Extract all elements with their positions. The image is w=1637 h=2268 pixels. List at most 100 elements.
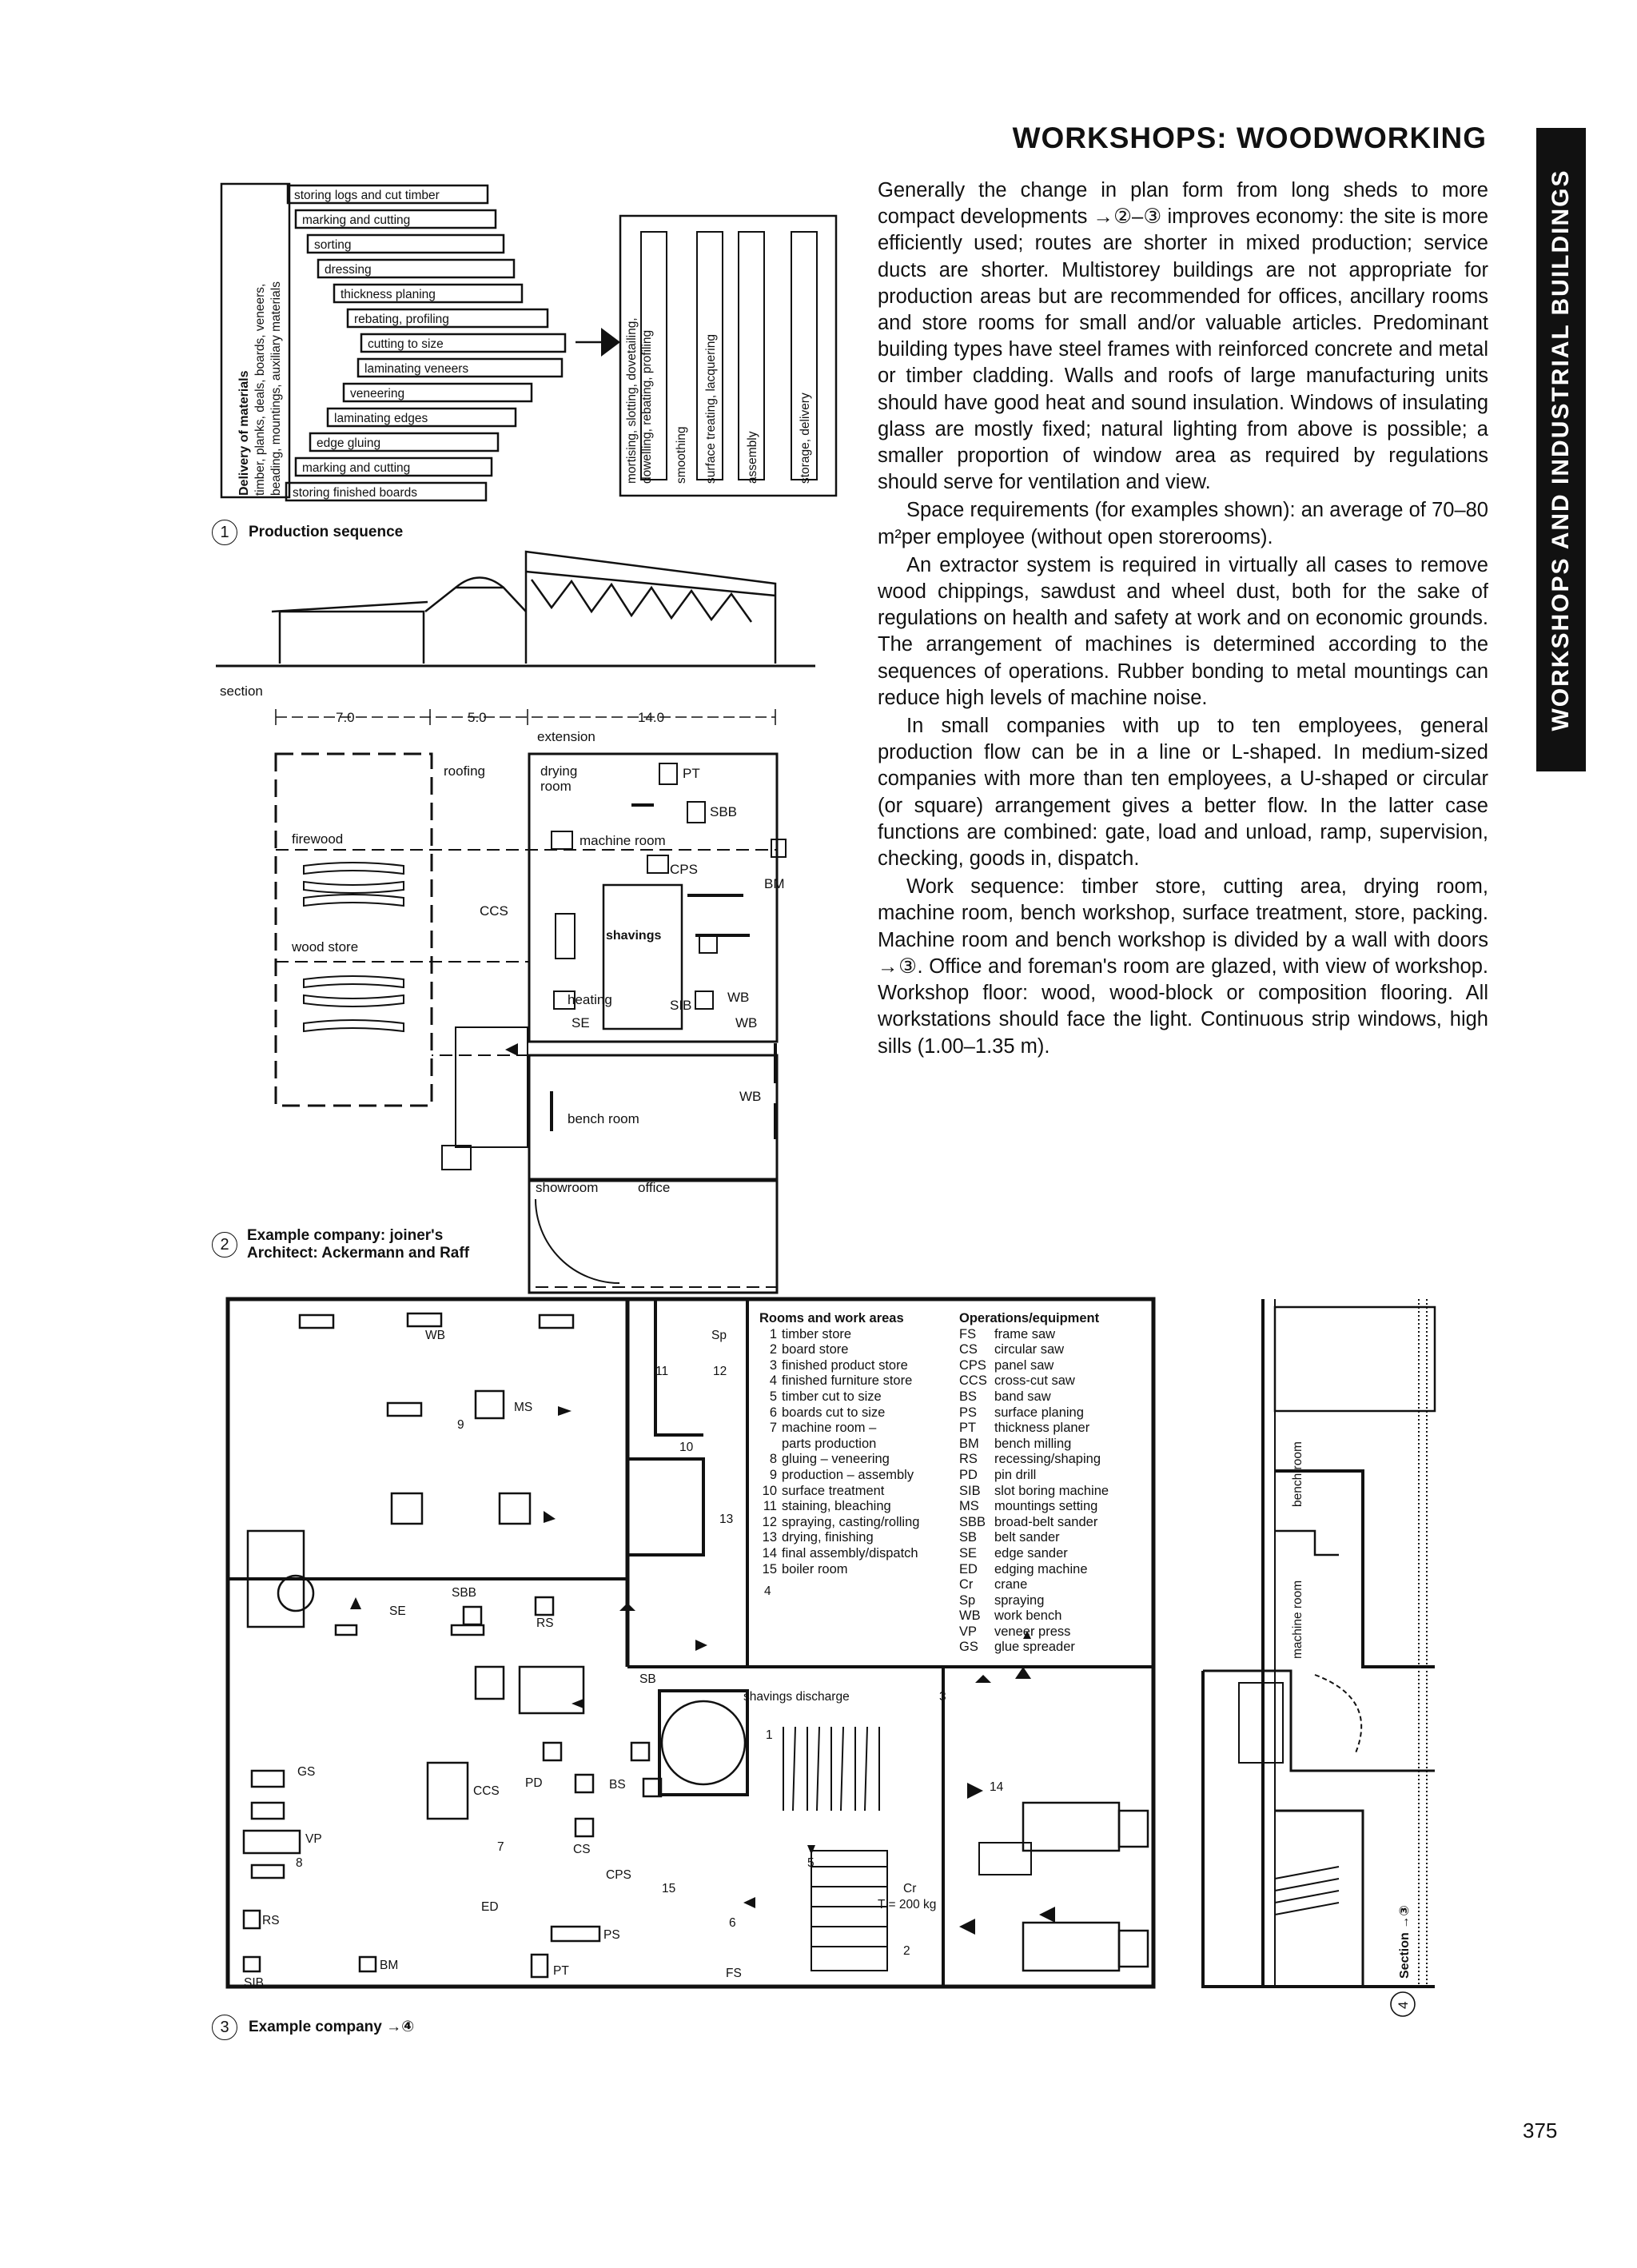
equipment-code: ED — [959, 1561, 978, 1576]
plan-label: BM — [380, 1959, 398, 1972]
sequence-step-box — [346, 308, 549, 329]
equipment-name: recessing/shaping — [994, 1452, 1101, 1467]
plan-label: SB — [639, 1672, 656, 1686]
plan-label: BM — [764, 876, 785, 891]
plan-label: 8 — [296, 1856, 303, 1870]
sequence-step-box — [317, 258, 516, 279]
sequence-step-box — [294, 209, 497, 229]
equipment-code: CPS — [959, 1357, 986, 1373]
equipment-code: CS — [959, 1342, 978, 1357]
plan-label: 4 — [764, 1584, 771, 1598]
equipment-name: broad-belt sander — [994, 1514, 1098, 1529]
sequence-step-label: laminating veneers — [364, 362, 468, 376]
dimension: 5.0 — [468, 710, 487, 725]
equipment-code: WB — [959, 1608, 981, 1624]
room-name: spraying, casting/rolling — [782, 1514, 920, 1529]
equipment-code: BS — [959, 1389, 978, 1404]
equipment-name: circular saw — [994, 1342, 1065, 1357]
plan-label: SE — [572, 1015, 590, 1030]
sequence-step-box — [286, 184, 489, 205]
plan-label: GS — [297, 1765, 315, 1779]
plan-label: firewood — [292, 831, 343, 847]
room-name: final assembly/dispatch — [782, 1545, 918, 1560]
plan-label: 11 — [655, 1365, 668, 1378]
room-name: drying, finishing — [782, 1530, 874, 1545]
paragraph: Space requirements (for examples shown):… — [878, 499, 1488, 548]
equipment-code: Cr — [959, 1577, 974, 1592]
sequence-step-box — [309, 432, 500, 452]
building-section — [216, 550, 815, 668]
room-name: timber store — [782, 1326, 852, 1341]
plan-label: 7 — [497, 1840, 504, 1854]
plan-label: shavings discharge — [743, 1690, 850, 1704]
plan-label: MS — [514, 1401, 532, 1414]
plan-label: 15 — [662, 1882, 675, 1895]
sequence-step-box — [326, 407, 517, 428]
plan-label: WB — [735, 1015, 757, 1030]
sequence-step-box — [333, 283, 524, 304]
plan-label: FS — [726, 1967, 742, 1980]
equipment-name: work bench — [994, 1608, 1062, 1624]
equipment-code: FS — [959, 1326, 977, 1341]
room-name: finished product store — [782, 1357, 908, 1373]
legend-heading: Operations/equipment — [959, 1311, 1100, 1325]
sequence-step-box — [342, 382, 533, 403]
dimension: 14.0 — [638, 710, 664, 725]
page-number: 375 — [1523, 2119, 1558, 2142]
plan-label: showroom — [536, 1180, 598, 1195]
section-room-label: machine room — [1291, 1580, 1304, 1659]
plan-label: 2 — [903, 1944, 910, 1958]
plan-label: SBB — [710, 804, 737, 819]
section-tab-label: WORKSHOPS AND INDUSTRIAL BUILDINGS — [1547, 168, 1574, 731]
plan-label: RS — [536, 1616, 554, 1630]
delivery-label: Delivery of materials — [237, 370, 251, 496]
room-name: parts production — [782, 1436, 877, 1451]
equipment-name: spraying — [994, 1592, 1045, 1608]
plan-label: PT — [683, 766, 700, 781]
room-name: surface treatment — [782, 1483, 885, 1498]
plan-label: SIB — [670, 998, 691, 1013]
paragraph: An extractor system is required in virtu… — [878, 553, 1488, 709]
plan-label: room — [540, 779, 572, 794]
example-company-plan: WB MS 9 11 12 Sp 10 13 SE SBB RS SB shav… — [225, 1297, 1156, 1990]
fig2-caption: 2 Example company: joiner's Architect: A… — [212, 1227, 469, 1262]
sequence-step-label: marking and cutting — [302, 461, 410, 475]
room-name: production – assembly — [782, 1467, 914, 1482]
figure-number: 3 — [212, 2015, 237, 2040]
plan-label: office — [638, 1180, 670, 1195]
room-name: timber cut to size — [782, 1389, 882, 1404]
plan-label: CPS — [606, 1868, 631, 1882]
plan-label: 3 — [939, 1690, 946, 1704]
room-number: 7 — [769, 1421, 777, 1436]
plan-label: CCS — [473, 1784, 500, 1798]
dimension: 7.0 — [336, 710, 355, 725]
paragraph: Generally the change in plan form from l… — [878, 179, 1488, 494]
room-number: 10 — [762, 1483, 777, 1498]
section-tab: WORKSHOPS AND INDUSTRIAL BUILDINGS — [1536, 128, 1586, 771]
plan-label: wood store — [291, 939, 358, 955]
equipment-code: SIB — [959, 1483, 981, 1498]
equipment-name: glue spreader — [994, 1640, 1075, 1655]
sequence-step-label: thickness planing — [341, 288, 436, 301]
equipment-name: mountings setting — [994, 1499, 1098, 1514]
room-number: 2 — [769, 1342, 777, 1357]
op-label: surface treating, lacquering — [704, 334, 718, 484]
delivery-label: timber, planks, deals, boards, veneers, — [253, 284, 267, 496]
paragraph: Work sequence: timber store, cutting are… — [878, 875, 1488, 1058]
room-number: 6 — [769, 1405, 777, 1420]
plan-label: bench room — [568, 1111, 639, 1126]
room-name: finished furniture store — [782, 1373, 913, 1389]
plan-label: 10 — [679, 1441, 694, 1454]
